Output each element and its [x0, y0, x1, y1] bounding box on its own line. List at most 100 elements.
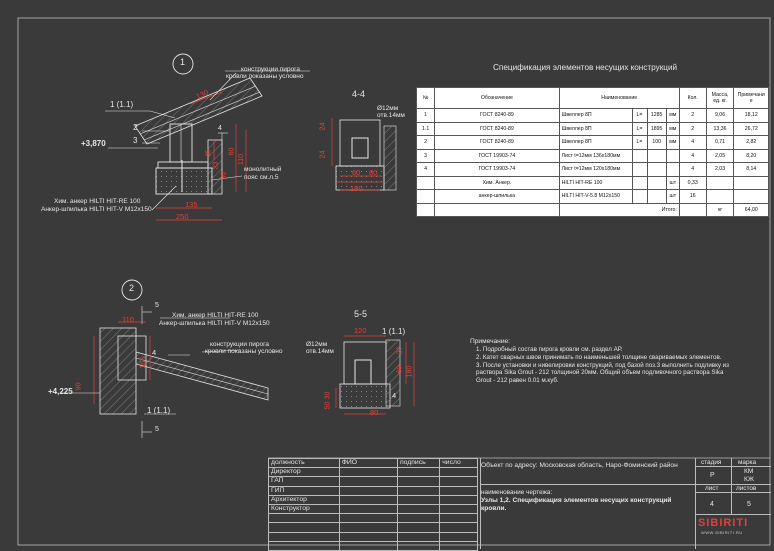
spec-cell: 2 — [678, 121, 707, 136]
node1-anchor-line2: Анкер-шпилька HILTI HIT-V M12x150 — [41, 206, 152, 213]
node1-concrete-belt — [155, 167, 213, 195]
node2-dim-90: 90 — [73, 382, 83, 391]
spec-cell: ГОСТ 8240-89 — [434, 108, 560, 123]
node1-roof-note-line1: конструкции пирога — [241, 66, 300, 73]
section44-drawing — [331, 118, 397, 191]
spec-cell — [646, 189, 667, 204]
node1-section-mark: 4 — [218, 125, 222, 132]
node2-anchor-line2: Анкер-шпилька HILTI HIT-V M12x150 — [159, 320, 270, 327]
spec-cell: мм — [665, 108, 680, 123]
spec-cell: 16 — [678, 189, 707, 204]
section44-dim-24b: 24 — [317, 150, 327, 159]
spec-total-label: Итого: — [558, 202, 680, 217]
node1-marker-circle — [172, 53, 194, 75]
spec-cell: 4 — [678, 135, 707, 150]
section44-dim-24a: 24 — [317, 122, 327, 131]
node1-elevation: +3,870 — [81, 139, 106, 148]
node1-number: 1 — [180, 57, 186, 67]
spec-cell — [705, 175, 735, 190]
spec-cell: ГОСТ 8240-89 — [434, 121, 560, 136]
node1-dim-110: 110 — [238, 153, 246, 166]
spec-col-mass: Масса, ед. кг. — [705, 87, 735, 109]
tb-stage-value: Р — [710, 472, 715, 479]
spec-cell: L= — [631, 135, 648, 150]
title-block: должность ФИО подпись число Директор ГАП… — [268, 457, 774, 551]
section55-dim-20: 20 — [396, 346, 404, 355]
spec-table: № Обозначение Наименование Кол. Масса, е… — [415, 87, 769, 217]
section55-layer-label: 1 (1.1) — [382, 327, 406, 336]
spec-total-unit: кг — [705, 202, 735, 217]
tb-role: ГИП — [268, 485, 340, 496]
tb-role: Конструктор — [268, 503, 340, 515]
section55-dim-50: 50 — [324, 401, 332, 410]
spec-cell: мм — [665, 135, 680, 150]
spec-cell — [646, 148, 667, 163]
node1-base-plate — [157, 161, 209, 169]
node2-dim-160: 160 — [137, 356, 147, 369]
node1-drawing — [105, 53, 310, 221]
tb-col-position: должность — [268, 457, 340, 469]
node1-dim-60: 60 — [228, 147, 236, 156]
spec-cell: 1285 — [646, 108, 667, 123]
spec-cell: 0,33 — [678, 175, 707, 190]
spec-cell: 4 — [415, 162, 436, 177]
tb-sheet-header: лист — [705, 485, 719, 492]
tb-col-name: ФИО — [338, 457, 398, 469]
node1-dim-135: 135 — [185, 200, 198, 209]
node2-layer-label: 1 (1.1) — [147, 406, 171, 415]
spec-col-name: Наименование — [558, 87, 680, 109]
section55-title: 5-5 — [354, 309, 368, 319]
spec-header-row: № Обозначение Наименование Кол. Масса, е… — [415, 87, 769, 109]
section55-dim-180: 180 — [406, 365, 414, 378]
node2-section-mark-bottom: 5 — [155, 426, 159, 433]
note-item: Grout - 212 равен 0.01 м.куб. — [476, 377, 559, 385]
node2-number: 2 — [129, 283, 135, 293]
section55-bolt-line2: отв.14мм — [306, 348, 334, 355]
node1-roof-note-line2: кровли показаны условно — [226, 73, 304, 80]
spec-cell: 0,71 — [705, 135, 735, 150]
spec-cell: 4 — [678, 148, 707, 163]
spec-cell: L= — [631, 108, 648, 123]
section44-dim-80: 80 — [369, 168, 378, 177]
title-block-signatures: должность ФИО подпись число Директор ГАП… — [268, 457, 478, 551]
spec-col-designation: Обозначение — [434, 87, 560, 109]
spec-cell — [733, 189, 769, 204]
section44-bolt-line2: отв.14мм — [377, 112, 405, 119]
tb-col-signature: подпись — [396, 457, 441, 469]
tb-name-line2: кровли. — [481, 505, 507, 512]
section55-dim-80: 80 — [370, 408, 379, 417]
spec-cell — [631, 148, 648, 163]
tb-logo: SIBIRITI — [698, 517, 749, 529]
spec-cell: Лист t=12мм 136х180мм — [558, 148, 633, 163]
spec-cell — [646, 162, 667, 177]
spec-cell: шт — [665, 189, 680, 204]
spec-cell — [631, 189, 648, 204]
section55-dim-120: 120 — [354, 326, 367, 335]
tb-sheets-header: листов — [736, 485, 757, 492]
spec-cell: мм — [665, 121, 680, 136]
note-item: 3. После установки и нивелировки констру… — [476, 361, 729, 369]
spec-cell: Хим. Анкер. — [434, 175, 560, 190]
node1-dim-23: 23 — [212, 161, 220, 170]
spec-cell — [665, 162, 680, 177]
note-item: раствора Sika Grout - 212 толщиной 20мм.… — [476, 369, 724, 377]
tb-sheet-value: 4 — [710, 501, 714, 508]
spec-cell: 8,14 — [733, 162, 769, 177]
spec-cell: ГОСТ 19903-74 — [434, 148, 560, 163]
node1-slab-note-line2: пояс см.л.5 — [244, 174, 279, 181]
spec-cell: 2 — [678, 108, 707, 123]
spec-col-note: Примечани е — [733, 87, 769, 109]
node1-dim-90: 90 — [220, 171, 228, 180]
spec-cell: Швеллер 8П — [558, 135, 633, 150]
node2-anchor-line1: Хим. анкер HILTI HIT-RE 100 — [172, 312, 259, 319]
spec-total-value: 64,00 — [733, 202, 769, 217]
spec-total-row: Итого: кг 64,00 — [415, 202, 769, 217]
tb-mark-line2: КЖ — [744, 476, 754, 483]
spec-cell: 2,82 — [733, 135, 769, 150]
spec-cell — [415, 175, 436, 190]
spec-cell: 18,12 — [733, 108, 769, 123]
